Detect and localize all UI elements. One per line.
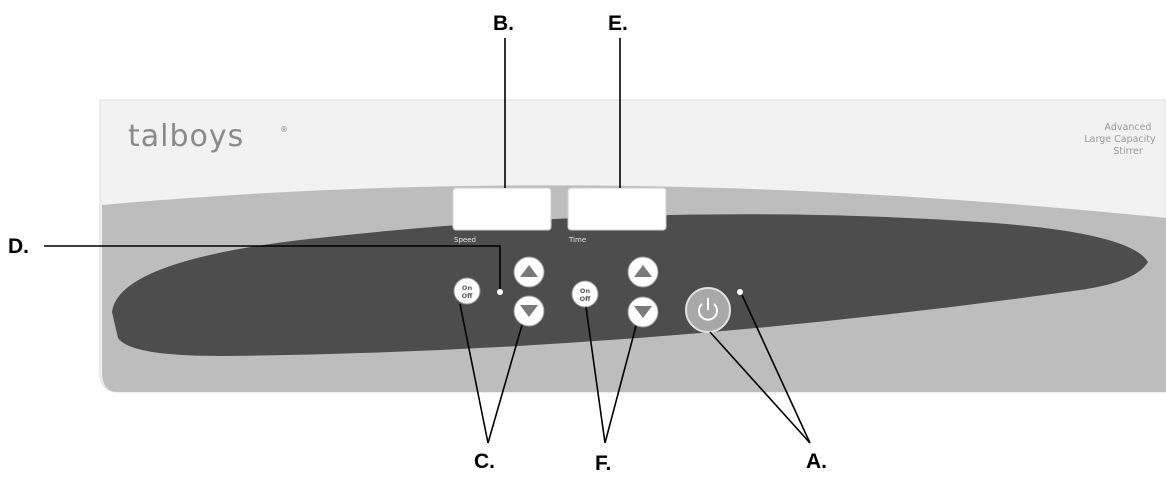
speed-display (452, 187, 552, 231)
panel-control-area (112, 214, 1148, 356)
power-icon (698, 298, 718, 321)
trademark-symbol: ® (280, 125, 288, 134)
leader-line-a-2 (741, 294, 811, 444)
leader-line-d (44, 245, 501, 289)
leader-line-a-1 (709, 331, 811, 444)
speed-indicator-led (497, 289, 503, 295)
speed-label: Speed (454, 236, 476, 244)
callout-e: E. (608, 12, 628, 35)
time-down-button[interactable] (627, 296, 659, 328)
time-on-off-button[interactable]: On Off (571, 280, 599, 308)
leader-line-c-1 (459, 303, 489, 444)
time-display (567, 187, 667, 231)
speed-on-text: On (462, 284, 473, 292)
brand-logo: talboys (128, 119, 244, 154)
callout-b: B. (493, 12, 514, 35)
power-button[interactable] (685, 287, 731, 333)
leader-line-f-1 (585, 306, 606, 444)
callout-d: D. (8, 235, 29, 258)
model-line-1: Advanced (1105, 122, 1152, 133)
triangle-down-icon (520, 305, 538, 317)
triangle-up-icon (634, 265, 652, 277)
callout-c: C. (474, 450, 495, 473)
leader-line-f-2 (604, 325, 637, 444)
speed-up-button[interactable] (513, 256, 545, 288)
time-off-text: Off (580, 295, 592, 303)
speed-down-button[interactable] (513, 295, 545, 327)
model-line-2: Large Capacity (1084, 134, 1156, 145)
model-line-3: Stirrer (1113, 146, 1143, 157)
triangle-down-icon (634, 306, 652, 318)
leader-line-c-2 (487, 324, 523, 444)
time-on-text: On (580, 287, 591, 295)
callout-a: A. (806, 450, 827, 473)
speed-on-off-button[interactable]: On Off (453, 277, 481, 305)
time-label: Time (568, 236, 586, 244)
speed-off-text: Off (462, 292, 474, 300)
triangle-up-icon (520, 265, 538, 277)
callout-f: F. (595, 452, 611, 475)
time-up-button[interactable] (627, 256, 659, 288)
power-indicator-led (737, 289, 743, 295)
